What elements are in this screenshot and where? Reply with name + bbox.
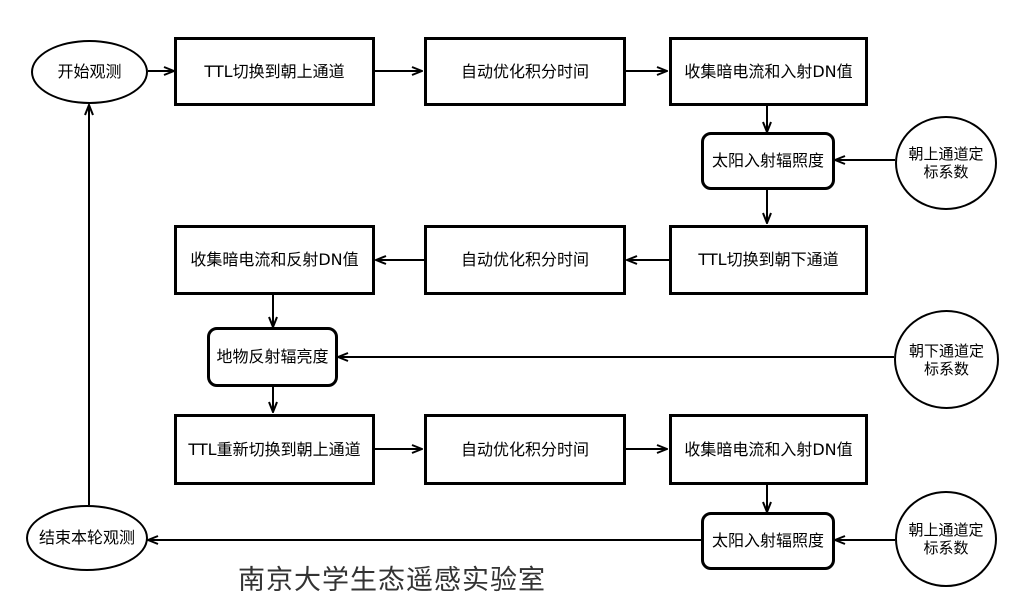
lab-caption: 南京大学生态遥感实验室 bbox=[238, 565, 546, 596]
ground-radiance-box: 地物反射辐亮度 bbox=[207, 327, 338, 387]
up-calibration-coeff-1: 朝上通道定标系数 bbox=[895, 116, 997, 210]
up-calibration-coeff-2: 朝上通道定标系数 bbox=[895, 491, 997, 587]
auto-optimize-box-3: 自动优化积分时间 bbox=[424, 414, 626, 485]
ttl-switch-down-box: TTL切换到朝下通道 bbox=[669, 225, 868, 295]
ttl-reswitch-up-box: TTL重新切换到朝上通道 bbox=[174, 414, 375, 485]
down-calibration-coeff: 朝下通道定标系数 bbox=[894, 310, 999, 409]
solar-irradiance-box-1: 太阳入射辐照度 bbox=[701, 132, 835, 190]
collect-reflected-box: 收集暗电流和反射DN值 bbox=[174, 225, 375, 295]
auto-optimize-box-2: 自动优化积分时间 bbox=[424, 225, 626, 295]
collect-incident-box-1: 收集暗电流和入射DN值 bbox=[669, 37, 868, 106]
solar-irradiance-box-2: 太阳入射辐照度 bbox=[701, 512, 835, 570]
end-node: 结束本轮观测 bbox=[26, 505, 148, 571]
collect-incident-box-2: 收集暗电流和入射DN值 bbox=[669, 414, 868, 485]
auto-optimize-box-1: 自动优化积分时间 bbox=[424, 37, 626, 106]
ttl-switch-up-box: TTL切换到朝上通道 bbox=[174, 37, 375, 106]
start-node: 开始观测 bbox=[31, 40, 148, 104]
